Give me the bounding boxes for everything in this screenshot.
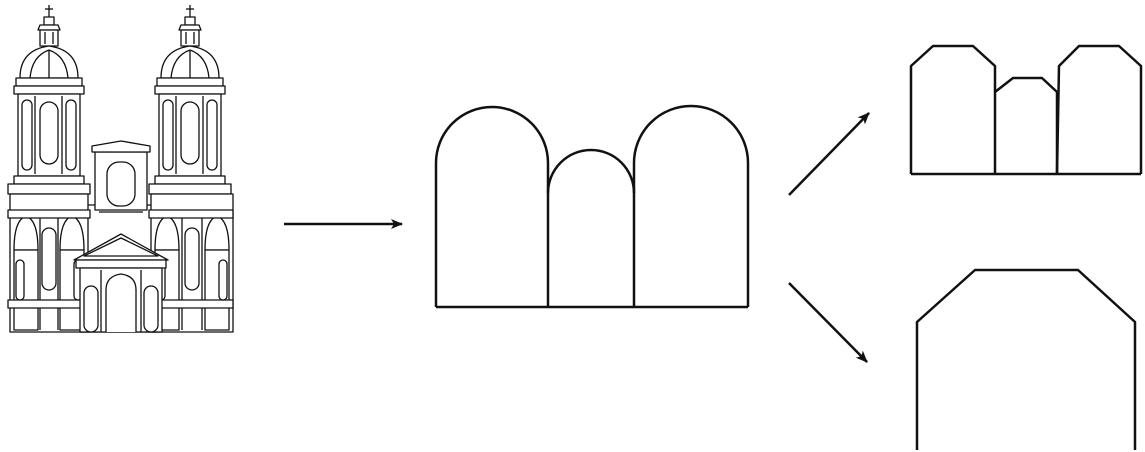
church-facade-icon <box>7 5 234 333</box>
left-tower <box>7 5 91 333</box>
central-portico <box>73 233 169 333</box>
right-tower <box>148 5 234 333</box>
rounded-arch-silhouette-icon <box>434 104 750 309</box>
single-chamfered-outline-icon <box>915 268 1137 450</box>
faceted-silhouette-icon <box>909 44 1143 176</box>
arrow-to-faceted-outline <box>788 112 870 196</box>
arrow-to-single-outline <box>788 282 868 363</box>
